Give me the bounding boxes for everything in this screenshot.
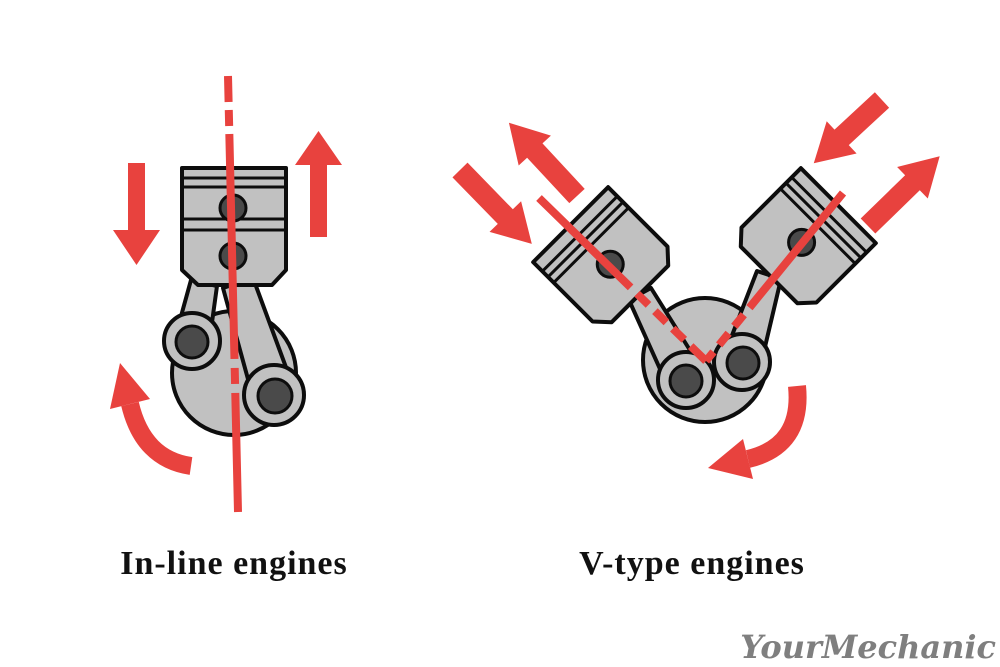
outward-arrow-left-icon (508, 122, 585, 204)
upward-arrow-icon (295, 131, 342, 237)
inward-arrow-right-icon (813, 92, 890, 164)
inline-engines-label: In-line engines (120, 545, 348, 582)
cylinder-axis-line-right (702, 190, 847, 364)
yourmechanic-logo: YourMechanic (740, 628, 996, 666)
v-engine-figure (452, 92, 940, 479)
inline-engine-figure (110, 75, 342, 513)
cylinder-axis-line (224, 75, 242, 513)
cylinder-axis-line-left (536, 195, 709, 364)
v-type-engines-label: V-type engines (579, 545, 805, 582)
outward-arrow-right-icon (860, 156, 940, 234)
downward-arrow-icon (113, 163, 160, 265)
inward-arrow-left-icon (452, 162, 532, 244)
crank-pin-bearing (256, 377, 294, 415)
rotation-arrow-icon (708, 385, 807, 479)
crank-pin-bearing (725, 345, 761, 381)
crank-pin-bearing (668, 363, 704, 399)
crank-pin-bearing (174, 324, 210, 360)
rotation-arrow-icon (110, 363, 193, 475)
